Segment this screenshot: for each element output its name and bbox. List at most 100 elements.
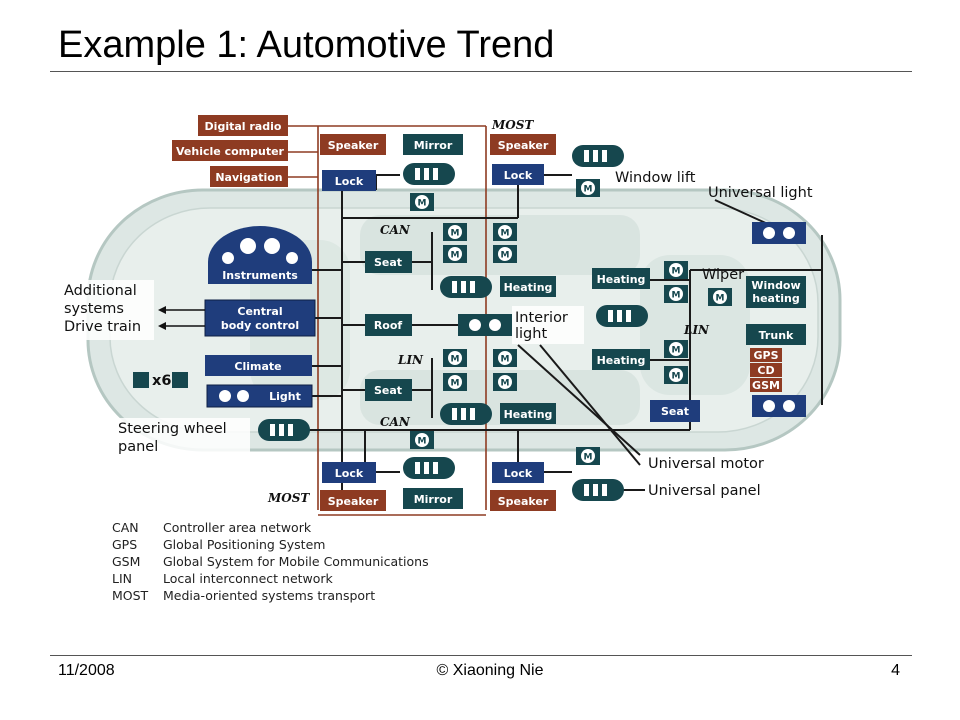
- motor-icon: M: [664, 366, 688, 384]
- box-label: Lock: [504, 467, 533, 480]
- legend-abbr: GPS: [112, 537, 137, 552]
- motor-icon: M: [443, 349, 467, 367]
- diagram-labels: MOST MOST CAN CAN LIN LIN Window lift Un…: [62, 118, 813, 505]
- box-universal-light-top: [752, 222, 806, 244]
- panel-icon: [440, 403, 492, 425]
- motor-symbol: M: [672, 291, 681, 301]
- universal-panel-label: Universal panel: [648, 483, 761, 499]
- footer-page-number: 4: [891, 662, 900, 679]
- additional-systems-line2: systems: [64, 301, 124, 317]
- legend-text: Media-oriented systems transport: [163, 588, 375, 603]
- motor-icon: M: [664, 340, 688, 358]
- x6-switch-icon: x6: [133, 372, 188, 389]
- box-label-line1: Window: [751, 279, 800, 292]
- motor-symbol: M: [501, 251, 510, 261]
- legend-text: Global System for Mobile Communications: [163, 554, 429, 569]
- motor-symbol: M: [584, 453, 593, 463]
- box-seat-2: Seat: [365, 379, 412, 401]
- motor-icon: M: [664, 285, 688, 303]
- footer-divider: [50, 655, 912, 656]
- box-label: GPS: [753, 349, 778, 362]
- box-label: Seat: [374, 384, 402, 397]
- box-heating-1: Heating: [500, 276, 556, 297]
- motor-symbol: M: [501, 355, 510, 365]
- motor-symbol: M: [451, 355, 460, 365]
- steering-wheel-line2: panel: [118, 439, 158, 455]
- box-climate: Climate: [205, 355, 312, 376]
- box-lock-top-right: Lock: [492, 164, 544, 185]
- motor-icon: M: [493, 349, 517, 367]
- box-label: Lock: [504, 169, 533, 182]
- box-label: Seat: [374, 256, 402, 269]
- universal-light-label: Universal light: [708, 185, 813, 201]
- box-heating-3: Heating: [592, 268, 650, 289]
- legend-text: Local interconnect network: [163, 571, 334, 586]
- box-label: Instruments: [222, 269, 298, 282]
- box-label: Digital radio: [205, 120, 282, 133]
- slide-title: Example 1: Automotive Trend: [58, 24, 555, 66]
- box-central-body-control: Central body control: [204, 299, 316, 337]
- legend-abbr: GSM: [112, 554, 140, 569]
- additional-systems-line1: Additional: [64, 283, 137, 299]
- motor-symbol: M: [716, 294, 725, 304]
- box-light: Light: [206, 384, 313, 408]
- box-label: CD: [757, 364, 774, 377]
- motor-icon: M: [410, 193, 434, 211]
- box-label: Roof: [374, 319, 403, 332]
- box-cd: CD: [750, 363, 782, 377]
- box-label: Speaker: [328, 139, 379, 152]
- box-label: Speaker: [498, 495, 549, 508]
- panel-icon: [403, 163, 455, 185]
- motor-icon: M: [493, 223, 517, 241]
- box-speaker-bottom-right: Speaker: [490, 490, 556, 511]
- most-bottom-label: MOST: [267, 491, 310, 505]
- box-vehicle-computer: Vehicle computer: [172, 140, 288, 161]
- panel-icon: [258, 419, 310, 441]
- box-gsm: GSM: [750, 378, 782, 392]
- box-roof: Roof: [365, 314, 412, 336]
- motor-icon: M: [443, 223, 467, 241]
- box-label: Light: [269, 390, 301, 403]
- box-instruments: Instruments: [208, 226, 312, 284]
- box-navigation: Navigation: [210, 166, 288, 187]
- interior-light-icon: [458, 314, 512, 336]
- legend-text: Controller area network: [163, 520, 312, 535]
- window-lift-label: Window lift: [615, 170, 696, 186]
- box-label: Navigation: [215, 171, 282, 184]
- legend-abbr: CAN: [112, 520, 139, 535]
- motor-symbol: M: [672, 267, 681, 277]
- motor-symbol: M: [451, 229, 460, 239]
- most-top-label: MOST: [491, 118, 534, 132]
- motor-symbol: M: [501, 229, 510, 239]
- box-label: Heating: [504, 281, 553, 294]
- box-label: Vehicle computer: [176, 145, 285, 158]
- box-seat-3: Seat: [650, 400, 700, 422]
- motor-icon: M: [410, 431, 434, 449]
- can-bottom-label: CAN: [380, 415, 411, 429]
- box-label: Trunk: [759, 329, 794, 342]
- box-label: Heating: [504, 408, 553, 421]
- box-window-heating: Window heating: [746, 276, 806, 308]
- box-lock-top-left: Lock: [322, 170, 376, 191]
- motor-icon: M: [576, 447, 600, 465]
- motor-icon: M: [708, 288, 732, 306]
- box-label: Mirror: [414, 139, 453, 152]
- motor-icon: M: [493, 245, 517, 263]
- motor-symbol: M: [672, 346, 681, 356]
- x6-label: x6: [152, 373, 171, 389]
- box-universal-light-bottom: [752, 395, 806, 417]
- motor-symbol: M: [451, 251, 460, 261]
- box-lock-bottom-right: Lock: [492, 462, 544, 483]
- panel-icon: [440, 276, 492, 298]
- lin-right-label: LIN: [683, 323, 710, 337]
- wiper-label: Wiper: [702, 267, 744, 283]
- box-label: Lock: [335, 175, 364, 188]
- motor-symbol: M: [451, 379, 460, 389]
- box-label-line2: body control: [221, 319, 299, 332]
- lin-left-label: LIN: [397, 353, 424, 367]
- motor-symbol: M: [501, 379, 510, 389]
- box-speaker-bottom-left: Speaker: [320, 490, 386, 511]
- box-label: Climate: [234, 360, 281, 373]
